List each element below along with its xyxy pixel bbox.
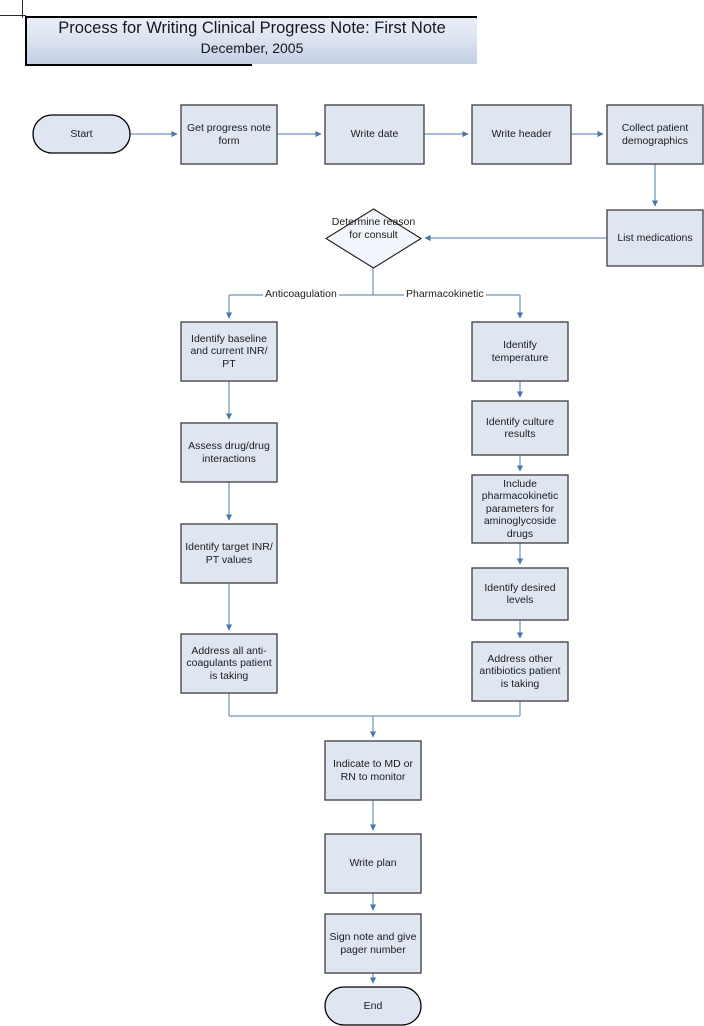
shape-layer xyxy=(32,104,704,1026)
edge-label-pharmacokinetic_label: Pharmacokinetic xyxy=(404,288,486,300)
node-shape-determine[interactable] xyxy=(324,208,423,269)
node-shape-collect_demo[interactable] xyxy=(606,104,704,165)
title-banner: Process for Writing Clinical Progress No… xyxy=(25,16,477,64)
node-shape-anticoag[interactable] xyxy=(180,633,278,694)
node-shape-other_abx[interactable] xyxy=(471,641,569,702)
node-shape-list_meds[interactable] xyxy=(606,209,704,267)
connector-layer xyxy=(130,130,659,984)
edge-label-anticoagulation_label: Anticoagulation xyxy=(263,288,339,300)
node-shape-pk_params[interactable] xyxy=(471,474,569,544)
node-shape-drug_inter[interactable] xyxy=(180,422,278,483)
node-shape-write_header[interactable] xyxy=(471,104,572,165)
registration-mark-horizontal xyxy=(0,15,26,16)
node-shape-write_plan[interactable] xyxy=(324,833,422,894)
node-shape-get_form[interactable] xyxy=(180,104,278,165)
page-title: Process for Writing Clinical Progress No… xyxy=(58,19,446,37)
title-banner-underline xyxy=(25,64,252,66)
node-shape-desired_lvl[interactable] xyxy=(471,567,569,621)
node-shape-culture[interactable] xyxy=(471,400,569,456)
node-shape-indicate_md[interactable] xyxy=(324,740,422,801)
page-subtitle: December, 2005 xyxy=(200,40,304,56)
node-shape-write_date[interactable] xyxy=(324,104,425,165)
node-shape-baseline_inr[interactable] xyxy=(180,321,278,382)
node-shape-target_inr[interactable] xyxy=(180,523,278,584)
node-shape-start[interactable] xyxy=(32,114,131,154)
node-shape-end[interactable] xyxy=(324,986,422,1026)
node-shape-temperature[interactable] xyxy=(471,321,569,382)
registration-mark-vertical xyxy=(22,0,23,18)
node-shape-sign_note[interactable] xyxy=(324,913,422,974)
